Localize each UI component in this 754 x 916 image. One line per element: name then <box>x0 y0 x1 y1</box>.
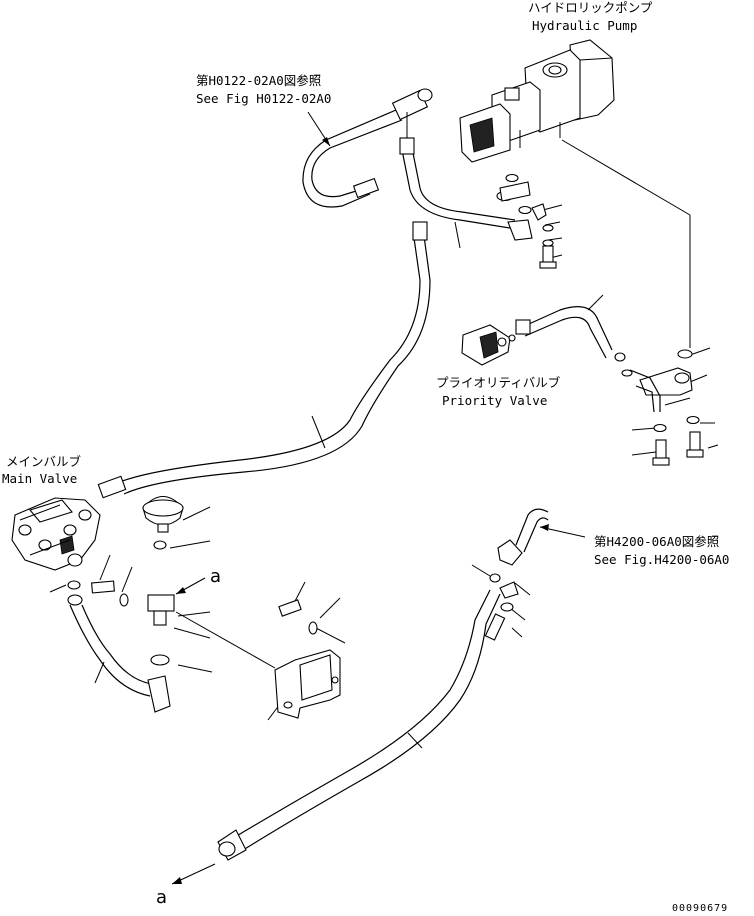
priority-valve <box>461 324 516 366</box>
pump-fittings <box>496 173 557 269</box>
marker-a-bottom: a <box>156 887 167 908</box>
accumulator <box>142 495 184 533</box>
hydraulic-pump-label-en: Hydraulic Pump <box>532 18 637 33</box>
main-valve-label-en: Main Valve <box>2 471 77 486</box>
mounting-bracket <box>274 599 341 719</box>
drawing-number: 00090679 <box>672 903 728 914</box>
lower-right-fittings <box>484 539 523 641</box>
leader-lines <box>49 111 719 885</box>
hydraulic-pump <box>459 39 615 163</box>
ref-fig-h4200-label-jp: 第H4200-06A0図参照 <box>594 534 719 549</box>
ref-fig-h0122-label-jp: 第H0122-02A0図参照 <box>196 73 321 88</box>
ref-fig-h4200-label-en: See Fig.H4200-06A0 <box>594 552 729 567</box>
priority-valve-label-jp: プライオリティバルブ <box>436 375 561 390</box>
priority-valve-fittings <box>614 349 704 466</box>
marker-a-top: a <box>210 566 221 587</box>
main-valve-fittings <box>67 540 175 666</box>
hoses <box>69 88 661 861</box>
hydraulic-pump-label-jp: ハイドロリックポンプ <box>528 0 653 15</box>
main-valve-label-jp: メインバルブ <box>6 454 82 469</box>
main-valve <box>11 497 101 571</box>
priority-valve-label-en: Priority Valve <box>442 393 547 408</box>
ref-fig-h0122-label-en: See Fig H0122-02A0 <box>196 91 331 106</box>
